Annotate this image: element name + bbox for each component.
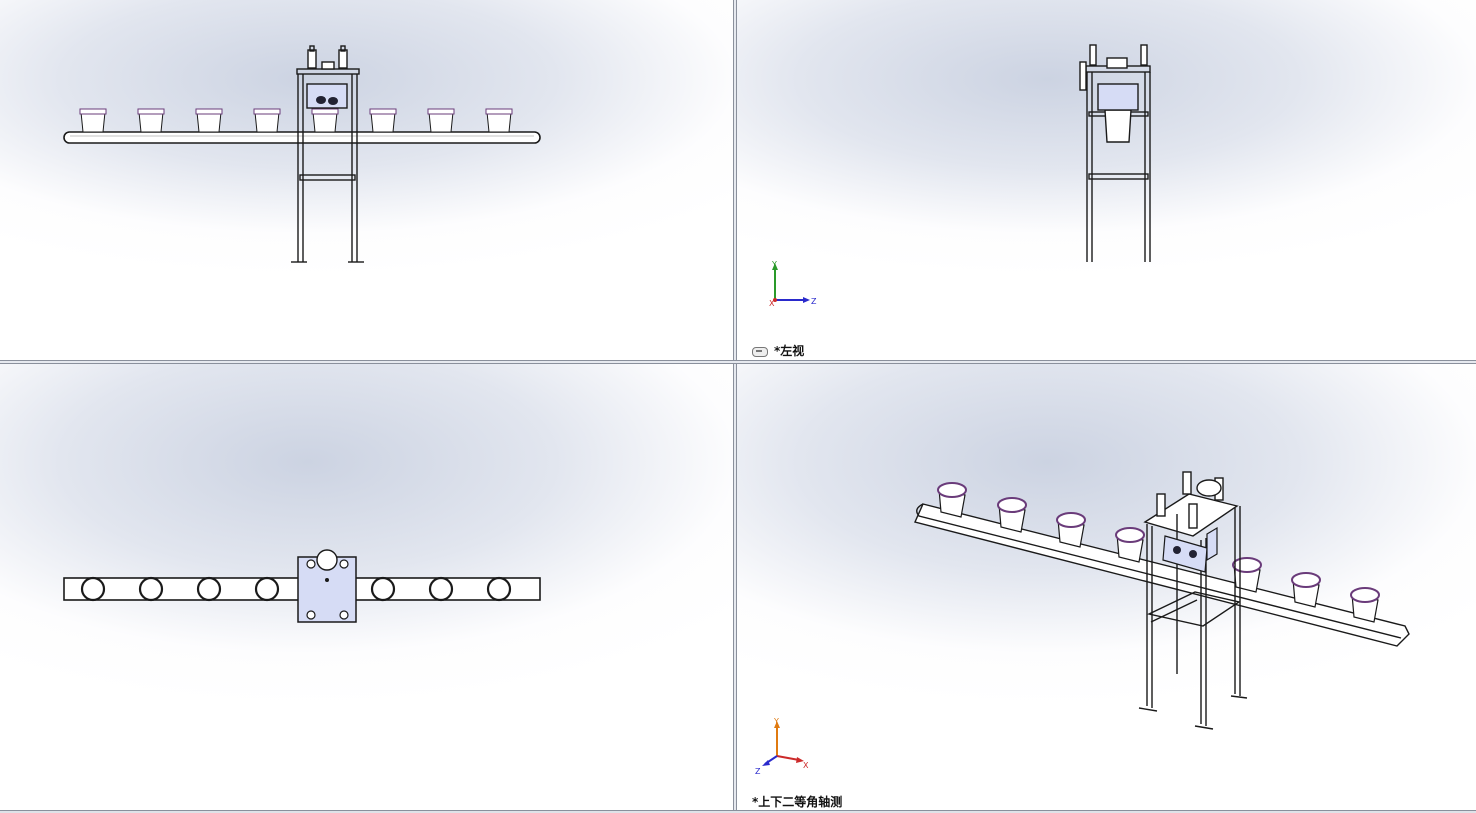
isometric-model — [914, 471, 1410, 730]
viewport-front[interactable] — [0, 0, 733, 360]
viewport-splitter-horizontal[interactable] — [0, 360, 1476, 364]
view-name-label: *左视 — [752, 342, 804, 359]
top-view-model — [63, 549, 541, 623]
left-view-model — [1079, 44, 1151, 262]
front-view-model — [63, 45, 541, 263]
link-icon[interactable] — [752, 346, 768, 357]
front-buckets — [79, 108, 513, 133]
triad-y-label: Y — [773, 717, 779, 726]
triad-x-label: X — [769, 299, 775, 308]
viewport-isometric[interactable]: Y X Z *上下二等角轴测 — [737, 364, 1476, 810]
viewport-splitter-vertical[interactable] — [733, 0, 737, 813]
viewport-top-view[interactable] — [0, 364, 733, 810]
triad-z-label: Z — [811, 297, 817, 306]
view-name-label: *上下二等角轴测 — [752, 795, 843, 809]
triad-y-label: Y — [771, 260, 777, 269]
bottom-border — [0, 810, 1476, 813]
triad-z-label: Z — [755, 767, 761, 776]
orientation-triad-iso: Y X Z — [755, 717, 809, 776]
viewport-left-view[interactable]: Y Z X *左视 — [737, 0, 1476, 360]
triad-x-label: X — [803, 761, 809, 770]
orientation-triad: Y Z X — [769, 260, 817, 308]
